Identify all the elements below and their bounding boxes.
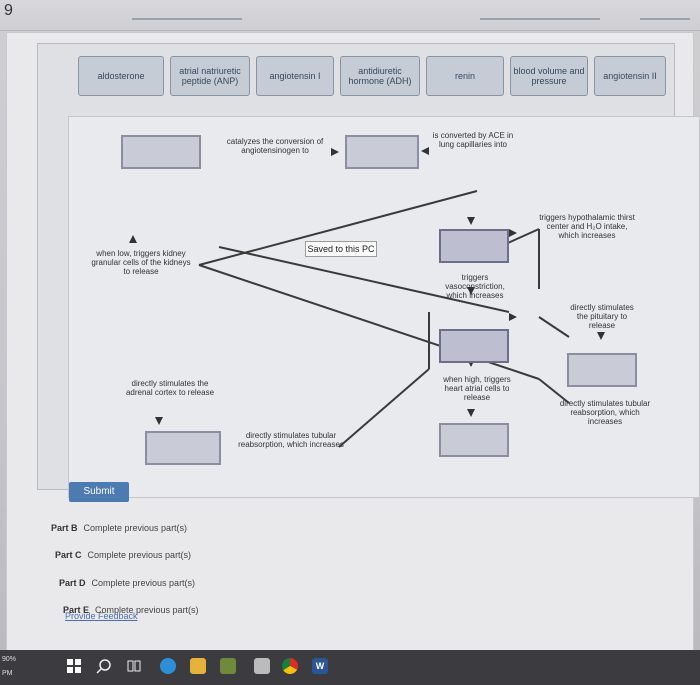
- arrow-up-icon: [129, 235, 137, 243]
- submit-button[interactable]: Submit: [69, 482, 129, 502]
- part-d-row[interactable]: Part D Complete previous part(s): [59, 578, 195, 588]
- part-status: Complete previous part(s): [91, 578, 196, 588]
- label-tubular-right: directly stimulates tubular reabsorption…: [559, 399, 651, 426]
- top-divider-line: [640, 18, 690, 20]
- label-when-low: when low, triggers kidney granular cells…: [91, 249, 191, 276]
- windows-taskbar: 90% PM W: [0, 650, 700, 685]
- part-name: Part E: [63, 605, 90, 615]
- drop-slot-angiotensin-ii[interactable]: [439, 229, 509, 263]
- drop-slot-blood-volume[interactable]: [439, 329, 509, 363]
- drag-drop-panel: aldosterone atrial natriuretic peptide (…: [37, 43, 700, 498]
- term-angiotensin-i[interactable]: angiotensin I: [256, 56, 334, 96]
- part-name: Part C: [55, 550, 82, 560]
- label-tubular-left: directly stimulates tubular reabsorption…: [238, 431, 344, 449]
- arrow-down-icon: [155, 417, 163, 425]
- drop-slot-aldosterone[interactable]: [145, 431, 221, 465]
- drop-slot-anp[interactable]: [439, 423, 509, 457]
- windows-icon[interactable]: [66, 658, 82, 674]
- term-aldosterone[interactable]: aldosterone: [78, 56, 164, 96]
- question-number: 9: [4, 2, 13, 19]
- part-name: Part B: [51, 523, 78, 533]
- part-b-row[interactable]: Part B Complete previous part(s): [51, 523, 187, 533]
- label-triggers-hypothalamic: triggers hypothalamic thirst center and …: [539, 213, 635, 240]
- drop-slot-renin[interactable]: [121, 135, 201, 169]
- top-divider-line: [480, 18, 600, 20]
- arrow-down-icon: [467, 217, 475, 225]
- provide-feedback-link[interactable]: Provide Feedback: [65, 611, 138, 621]
- term-adh[interactable]: antidiuretic hormone (ADH): [340, 56, 420, 96]
- term-anp[interactable]: atrial natriuretic peptide (ANP): [170, 56, 250, 96]
- part-e-row[interactable]: Part E Complete previous part(s): [63, 605, 199, 615]
- part-c-row[interactable]: Part C Complete previous part(s): [55, 550, 191, 560]
- part-status: Complete previous part(s): [95, 605, 199, 615]
- browser-top-bar: 9: [0, 0, 700, 31]
- label-converted: is converted by ACE in lung capillaries …: [432, 131, 514, 149]
- raas-diagram: catalyzes the conversion of angiotensino…: [68, 116, 700, 498]
- zoom-level: 90%: [2, 656, 17, 663]
- saved-tooltip: Saved to this PC: [305, 241, 377, 257]
- app-icon[interactable]: [254, 658, 270, 674]
- part-name: Part D: [59, 578, 86, 588]
- term-angiotensin-ii[interactable]: angiotensin II: [594, 56, 666, 96]
- arrow-right-icon: [509, 313, 517, 321]
- arrow-down-icon: [597, 332, 605, 340]
- label-directly-adrenal: directly stimulates the adrenal cortex t…: [125, 379, 215, 397]
- chrome-icon[interactable]: [282, 658, 298, 674]
- label-directly-pituitary: directly stimulates the pituitary to rel…: [570, 303, 634, 330]
- calendar-icon[interactable]: [220, 658, 236, 674]
- clock: PM: [2, 670, 13, 677]
- term-renin[interactable]: renin: [426, 56, 504, 96]
- label-catalyzes: catalyzes the conversion of angiotensino…: [226, 137, 324, 155]
- arrow-left-icon: [421, 147, 429, 155]
- edge-icon[interactable]: [160, 658, 176, 674]
- drop-slot-angiotensin-i[interactable]: [345, 135, 419, 169]
- arrow-down-icon: [467, 409, 475, 417]
- label-when-high: when high, triggers heart atrial cells t…: [443, 375, 511, 402]
- assignment-page: aldosterone atrial natriuretic peptide (…: [6, 32, 700, 674]
- word-icon[interactable]: W: [312, 658, 328, 674]
- arrow-right-icon: [509, 229, 517, 237]
- arrow-right-icon: [331, 148, 339, 156]
- part-status: Complete previous part(s): [83, 523, 188, 533]
- label-triggers-vaso: triggers vasoconstriction, which increas…: [445, 273, 505, 300]
- drop-slot-adh[interactable]: [567, 353, 637, 387]
- search-icon[interactable]: [96, 658, 112, 674]
- arrow-down-icon: [467, 287, 475, 295]
- term-blood-volume-pressure[interactable]: blood volume and pressure: [510, 56, 588, 96]
- task-view-icon[interactable]: [126, 658, 142, 674]
- top-divider-line: [132, 18, 242, 20]
- file-explorer-icon[interactable]: [190, 658, 206, 674]
- part-status: Complete previous part(s): [87, 550, 192, 560]
